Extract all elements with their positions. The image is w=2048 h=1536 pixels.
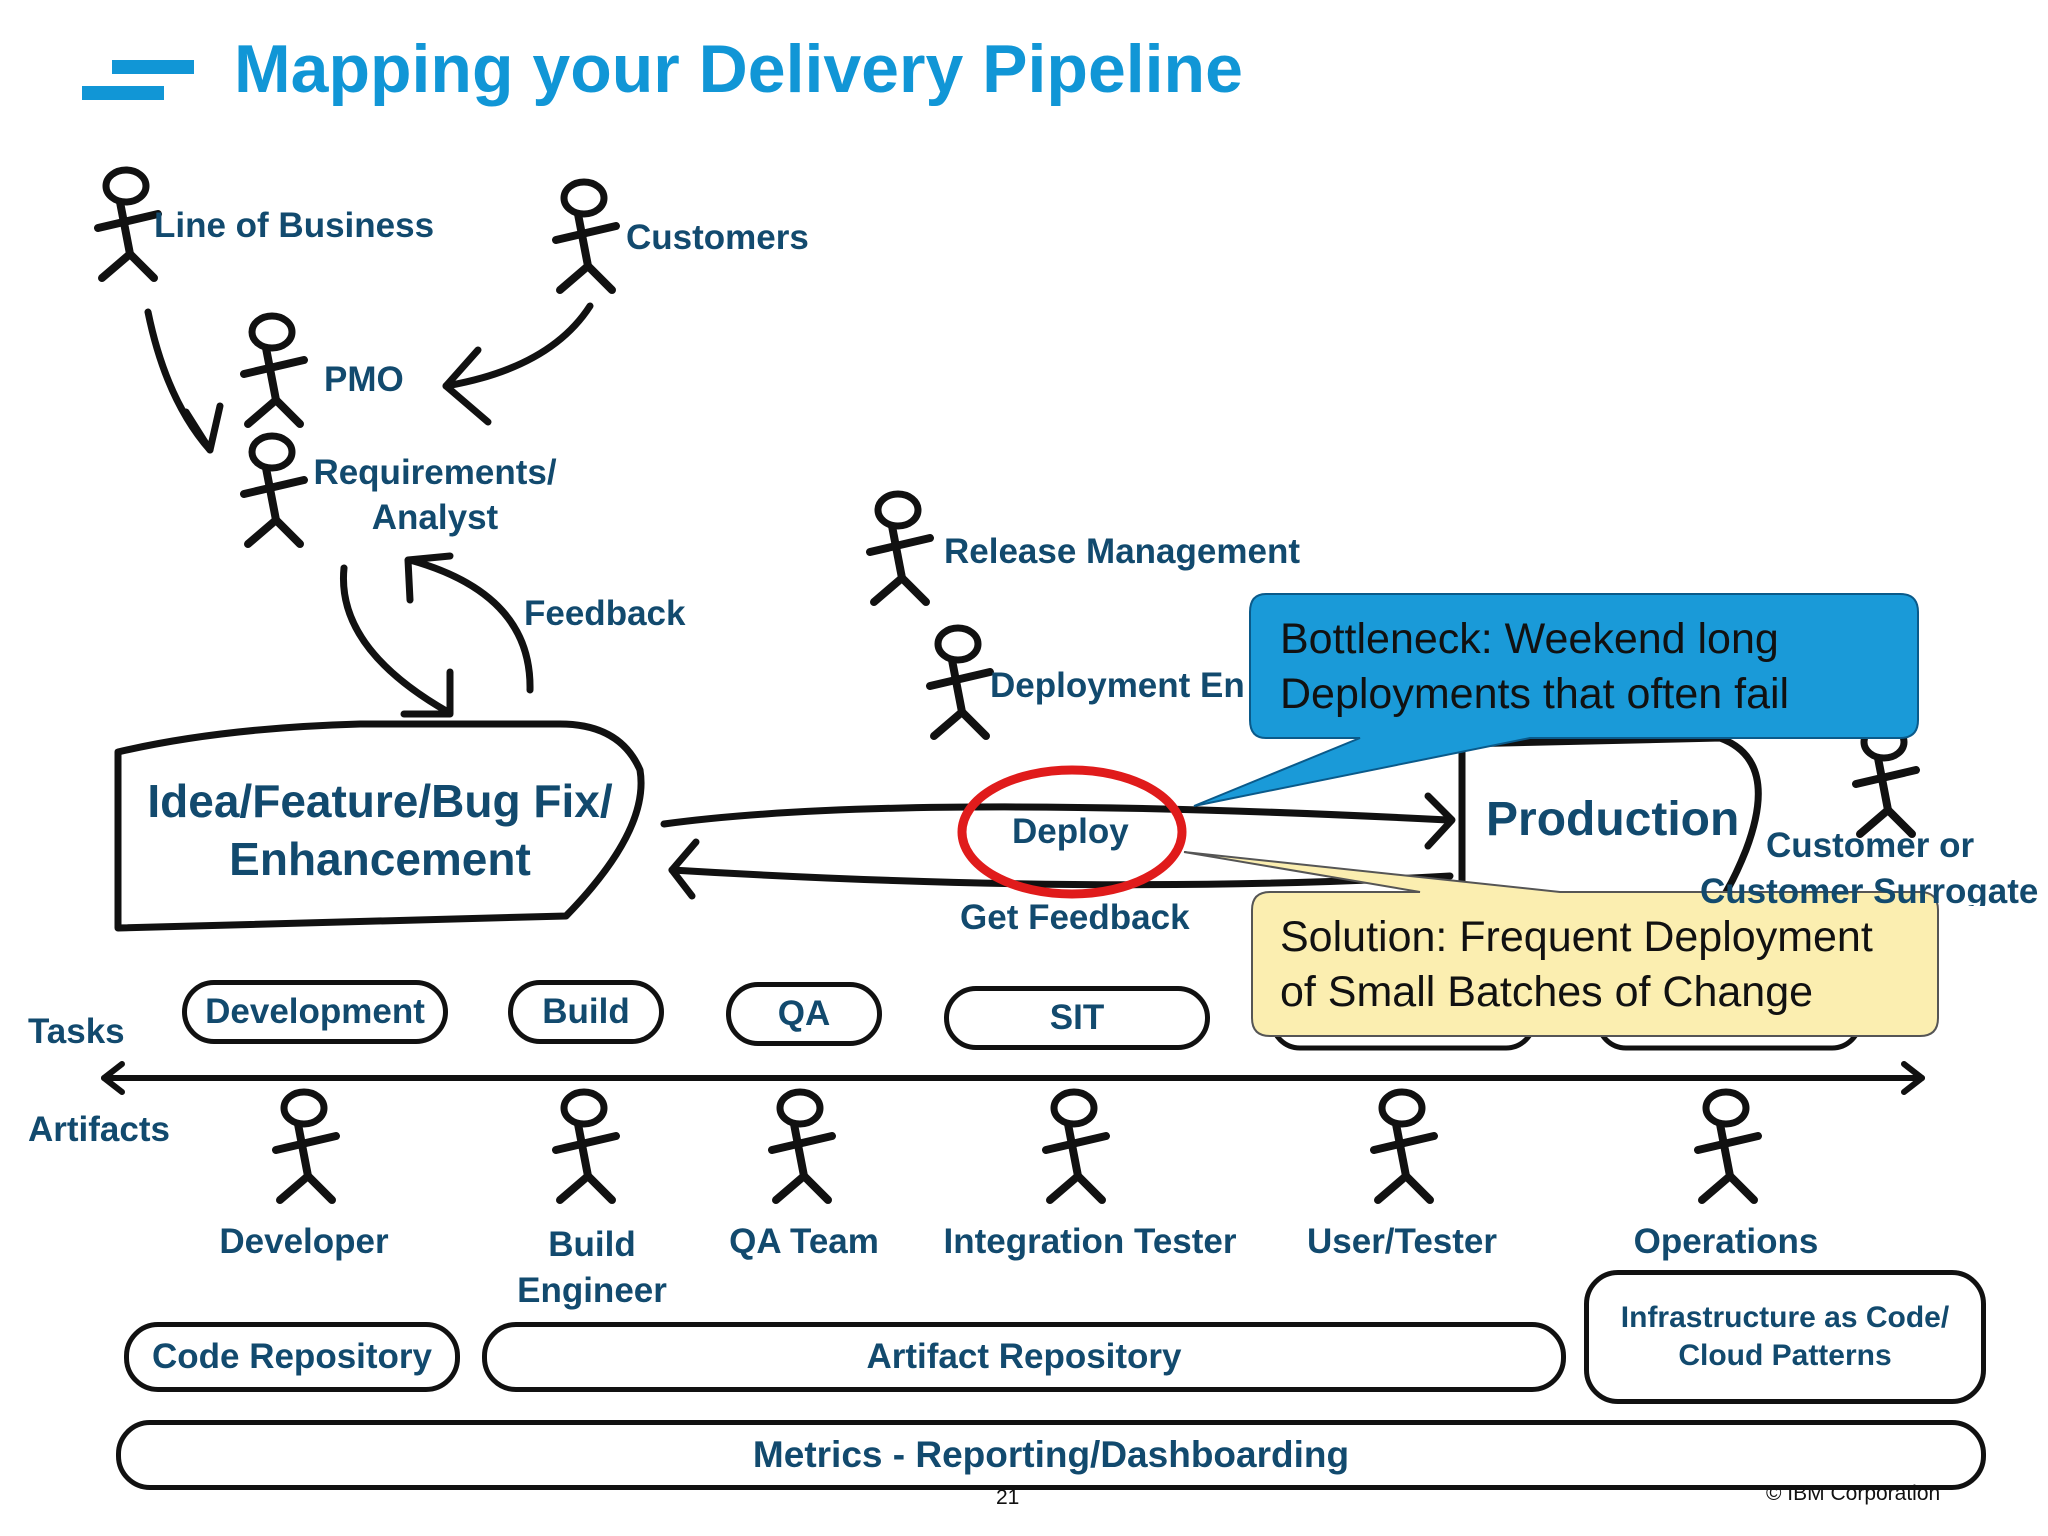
build-engineer-figure-icon	[556, 1092, 616, 1200]
stripes-logo-icon	[82, 60, 194, 100]
get-feedback-label: Get Feedback	[960, 898, 1190, 937]
code-repository-box: Code Repository	[124, 1322, 460, 1392]
bottleneck-callout	[1193, 593, 1919, 807]
infra-line1: Infrastructure as Code/	[1620, 1301, 1950, 1334]
bottleneck-callout-text: Bottleneck: Weekend long Deployments tha…	[1280, 612, 1789, 722]
customer-figure-icon	[1856, 726, 1916, 834]
artifacts-axis-label: Artifacts	[28, 1110, 170, 1149]
task-build: Build	[508, 980, 664, 1044]
build-engineer-line2: Engineer	[517, 1271, 667, 1310]
deployment-engineer-label: Deployment En	[990, 666, 1245, 705]
page-title: Mapping your Delivery Pipeline	[234, 31, 1243, 107]
metrics-dashboard-box: Metrics - Reporting/Dashboarding	[116, 1420, 1986, 1490]
requirements-label-line2: Analyst	[371, 498, 499, 537]
deployment-engineer-figure-icon	[930, 628, 990, 736]
build-engineer-label: Build Engineer	[474, 1222, 710, 1314]
requirements-figure-icon	[244, 436, 304, 544]
developer-label: Developer	[219, 1222, 389, 1261]
feedback-label: Feedback	[524, 594, 686, 633]
bottleneck-line2: Deployments that often fail	[1280, 670, 1790, 718]
developer-figure-icon	[276, 1092, 336, 1200]
customers-label: Customers	[626, 218, 809, 257]
production-label: Production	[1486, 793, 1740, 846]
customers-to-pmo-arrow	[442, 302, 594, 390]
customer-label-line2: Customer Surrogate	[1700, 872, 2039, 906]
build-engineer-line1: Build	[548, 1225, 636, 1264]
task-development: Development	[182, 980, 448, 1044]
timeline-axis	[101, 1061, 1925, 1095]
solution-line2: of Small Batches of Change	[1280, 968, 1814, 1016]
release-management-label: Release Management	[944, 532, 1300, 571]
infra-line2: Cloud Patterns	[1678, 1339, 1892, 1372]
solution-line1: Solution: Frequent Deployment	[1280, 913, 1873, 961]
requirements-to-idea-arrow	[339, 564, 452, 716]
deploy-arrow	[660, 803, 1452, 828]
tasks-axis-label: Tasks	[28, 1012, 125, 1051]
customer-label-clip: Customer or Customer Surrogate	[1700, 826, 2048, 906]
release-management-figure-icon	[870, 494, 930, 602]
deploy-label: Deploy	[1012, 812, 1129, 851]
idea-box-text: Idea/Feature/Bug Fix/ Enhancement	[118, 772, 642, 888]
infrastructure-as-code-box: Infrastructure as Code/ Cloud Patterns	[1584, 1270, 1986, 1404]
idea-box-line2: Enhancement	[229, 833, 531, 885]
page-number: 21	[996, 1486, 1020, 1509]
qa-team-label: QA Team	[729, 1222, 879, 1261]
idea-box-line1: Idea/Feature/Bug Fix/	[147, 775, 613, 827]
operations-label: Operations	[1633, 1222, 1819, 1261]
idea-box-shape	[114, 720, 645, 932]
requirements-label-line1: Requirements/	[313, 453, 557, 492]
customers-figure-icon	[556, 182, 616, 290]
line-of-business-label: Line of Business	[154, 206, 435, 245]
user-tester-label: User/Tester	[1306, 1222, 1497, 1261]
requirements-analyst-label: Requirements/ Analyst	[300, 450, 570, 540]
pmo-label: PMO	[324, 360, 404, 399]
integration-tester-label: Integration Tester	[943, 1222, 1237, 1261]
task-sit: SIT	[944, 986, 1210, 1050]
solution-callout	[1183, 851, 1939, 1037]
operations-figure-icon	[1698, 1092, 1758, 1200]
artifact-repository-box: Artifact Repository	[482, 1322, 1566, 1392]
integration-tester-figure-icon	[1046, 1092, 1106, 1200]
task-qa: QA	[726, 982, 882, 1046]
copyright-notice: © IBM Corporation	[1766, 1482, 1941, 1505]
bottleneck-line1: Bottleneck: Weekend long	[1280, 615, 1779, 663]
qa-team-figure-icon	[772, 1092, 832, 1200]
deploy-highlight-circle	[957, 765, 1187, 899]
user-tester-figure-icon	[1374, 1092, 1434, 1200]
line-of-business-figure-icon	[98, 170, 158, 278]
solution-callout-text: Solution: Frequent Deployment of Small B…	[1280, 910, 1873, 1020]
customer-label-line1: Customer or	[1766, 826, 1975, 865]
feedback-arrow	[406, 556, 534, 694]
pmo-figure-icon	[244, 316, 304, 424]
